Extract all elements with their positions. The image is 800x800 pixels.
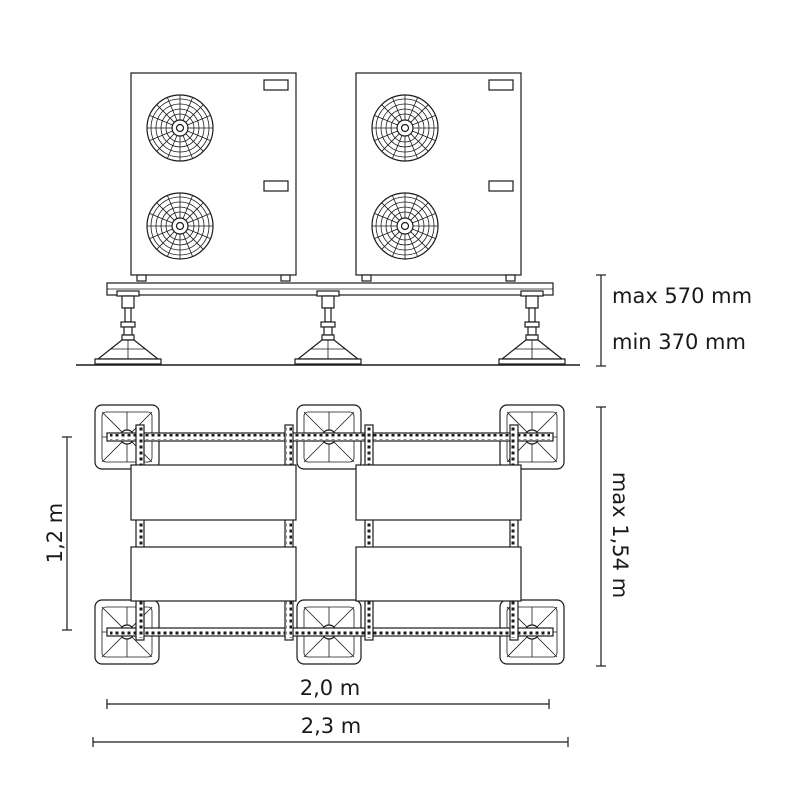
cross-brackets — [135, 424, 519, 641]
inner-width-dimension — [106, 699, 550, 709]
height-min-label: min 370 mm — [612, 330, 746, 354]
unit-top-view-lower-left — [130, 546, 297, 602]
outer-width-dimension — [92, 737, 569, 747]
plan-view: 1,2 m max 1,54 m 2,0 m 2,3 m — [43, 404, 632, 747]
rail-bottom — [106, 627, 554, 637]
heat-pump-unit-right — [356, 73, 521, 281]
height-max-label: max 570 mm — [612, 284, 752, 308]
heat-pump-unit-left — [131, 73, 296, 281]
unit-top-view-lower-right — [355, 546, 522, 602]
adjustable-stand-middle — [294, 290, 362, 365]
unit-top-view-upper-right — [355, 464, 522, 521]
adjustable-stand-left — [94, 290, 162, 365]
depth-max-dimension — [596, 406, 606, 667]
elevation-view: max 570 mm min 370 mm — [76, 73, 752, 367]
outer-width-label: 2,3 m — [301, 714, 362, 738]
rail-top — [106, 432, 554, 442]
depth-max-label: max 1,54 m — [608, 472, 632, 598]
unit-top-view-upper-left — [130, 464, 297, 521]
inner-width-label: 2,0 m — [300, 676, 361, 700]
adjustable-stand-right — [498, 290, 566, 365]
mounting-rail — [106, 282, 554, 296]
height-dimension — [596, 274, 606, 367]
depth-label: 1,2 m — [43, 503, 67, 564]
depth-dimension — [62, 436, 72, 631]
